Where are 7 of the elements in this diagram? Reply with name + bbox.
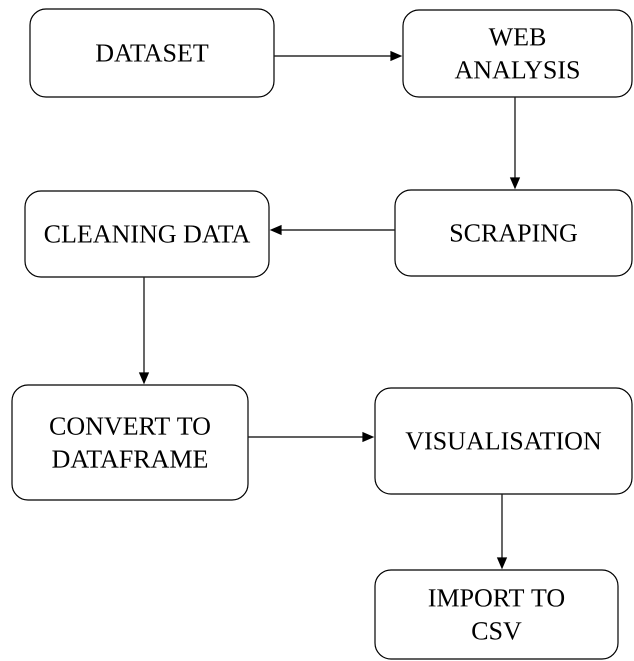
process-box: CLEANING DATA: [24, 190, 270, 278]
process-box: DATASET: [29, 8, 275, 98]
process-box: SCRAPING: [394, 189, 633, 277]
process-box: VISUALISATION: [374, 387, 633, 495]
process-box: WEB ANALYSIS: [402, 9, 633, 98]
process-box: IMPORT TO CSV: [374, 569, 619, 660]
process-box: CONVERT TO DATAFRAME: [11, 384, 249, 501]
